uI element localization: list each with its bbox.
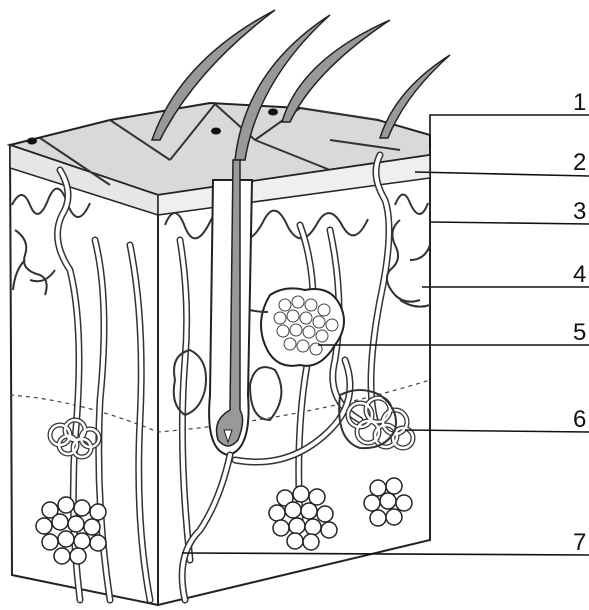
label-4: 4 xyxy=(573,261,586,288)
label-5: 5 xyxy=(573,319,586,346)
label-7: 7 xyxy=(573,529,586,556)
label-2: 2 xyxy=(573,149,586,176)
label-1: 1 xyxy=(573,89,586,116)
callout-labels: 1 2 3 4 5 6 7 xyxy=(573,89,586,556)
label-3: 3 xyxy=(573,198,586,225)
hair-follicle xyxy=(209,160,252,455)
label-6: 6 xyxy=(573,406,586,433)
